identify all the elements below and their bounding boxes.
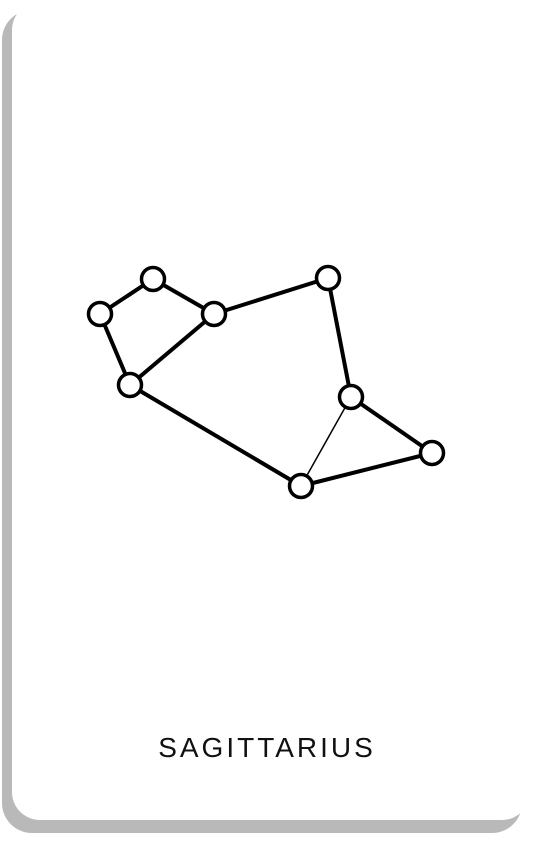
star bbox=[418, 439, 446, 467]
star bbox=[139, 265, 167, 293]
star bbox=[116, 371, 144, 399]
constellation-line bbox=[212, 276, 330, 316]
constellation-title: SAGITTARIUS bbox=[158, 732, 376, 763]
constellation-thin-line bbox=[300, 396, 352, 487]
star bbox=[337, 383, 365, 411]
constellation-line bbox=[299, 451, 434, 488]
constellation-line bbox=[128, 383, 303, 488]
constellation-line bbox=[128, 312, 216, 387]
star bbox=[86, 300, 114, 328]
star bbox=[287, 472, 315, 500]
constellation-card bbox=[12, 2, 530, 820]
constellation-line bbox=[326, 276, 353, 399]
constellation-line bbox=[349, 395, 434, 455]
star bbox=[314, 264, 342, 292]
star bbox=[200, 300, 228, 328]
